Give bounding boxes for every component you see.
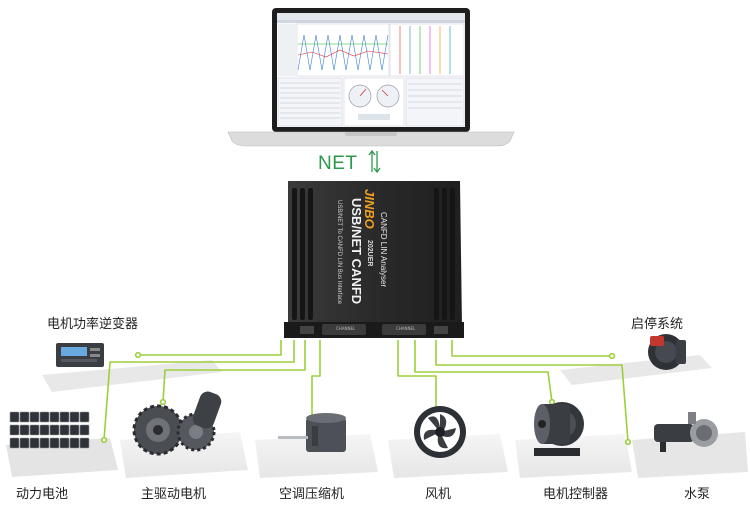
- port2-label: CHANNEL: [396, 326, 416, 331]
- device-model: 202UER: [366, 240, 373, 266]
- node-label-ac-compressor: 空调压缩机: [279, 487, 345, 502]
- device-title: USB/NET CANFD: [349, 198, 364, 304]
- node-label-pump: 水泵: [684, 487, 711, 502]
- channel-port-2: [382, 324, 426, 335]
- net-arrows-icon: [368, 149, 381, 174]
- node-label-inverter: 电机功率逆变器: [47, 317, 139, 332]
- inverter-icon: [56, 343, 104, 367]
- node-label-drive-motor: 主驱动电机: [141, 487, 207, 502]
- start-stop-icon: [648, 334, 686, 370]
- pump-icon: [654, 412, 718, 452]
- net-connection-label: NET: [318, 153, 358, 174]
- node-label-motor-controller: 电机控制器: [543, 487, 609, 502]
- port1-label: CHANNEL: [336, 326, 356, 331]
- device-subtitle: CANFD LIN Analyser: [379, 212, 388, 287]
- node-label-battery: 动力电池: [16, 487, 69, 502]
- device-interface-text: USB/NET To CANFD LIN Bus Interface: [336, 200, 342, 305]
- brand-logo: JINBO: [362, 189, 377, 229]
- drive-motor-icon: [132, 391, 222, 456]
- channel-port-1: [322, 324, 366, 335]
- node-label-start-stop: 启停系统: [631, 317, 684, 332]
- motor-controller-icon: [534, 402, 584, 456]
- platforms: [6, 355, 748, 478]
- node-label-fan: 风机: [425, 487, 452, 502]
- fan-icon: [414, 406, 466, 458]
- laptop: [227, 8, 515, 147]
- ac-compressor-icon: [278, 413, 346, 452]
- battery-icon: [9, 411, 90, 449]
- canfd-analyser-device: CHANNEL CHANNEL JINBO USB/NET CANFD 202U…: [284, 181, 464, 338]
